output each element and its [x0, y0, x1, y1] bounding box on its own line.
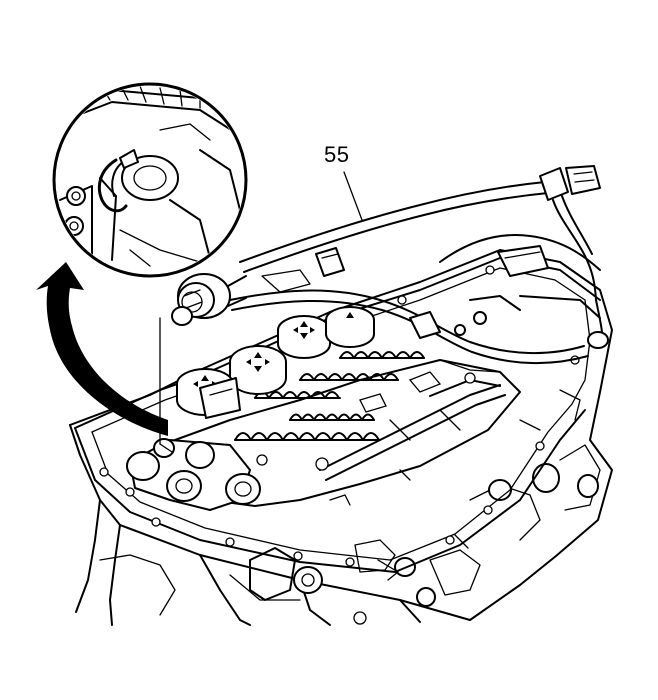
- curved-arrow[interactable]: [36, 262, 168, 436]
- rear-housing: [439, 234, 601, 431]
- callout-label-55: 55: [324, 142, 350, 167]
- wiring-harness: [171, 165, 609, 365]
- valve-body: [126, 306, 521, 511]
- inset-leader-lines: [159, 317, 173, 453]
- transmission-case: [69, 249, 613, 626]
- callout-leader-55: [343, 171, 363, 221]
- inset-detail-circle: [52, 82, 248, 278]
- pan-flange: [74, 257, 601, 573]
